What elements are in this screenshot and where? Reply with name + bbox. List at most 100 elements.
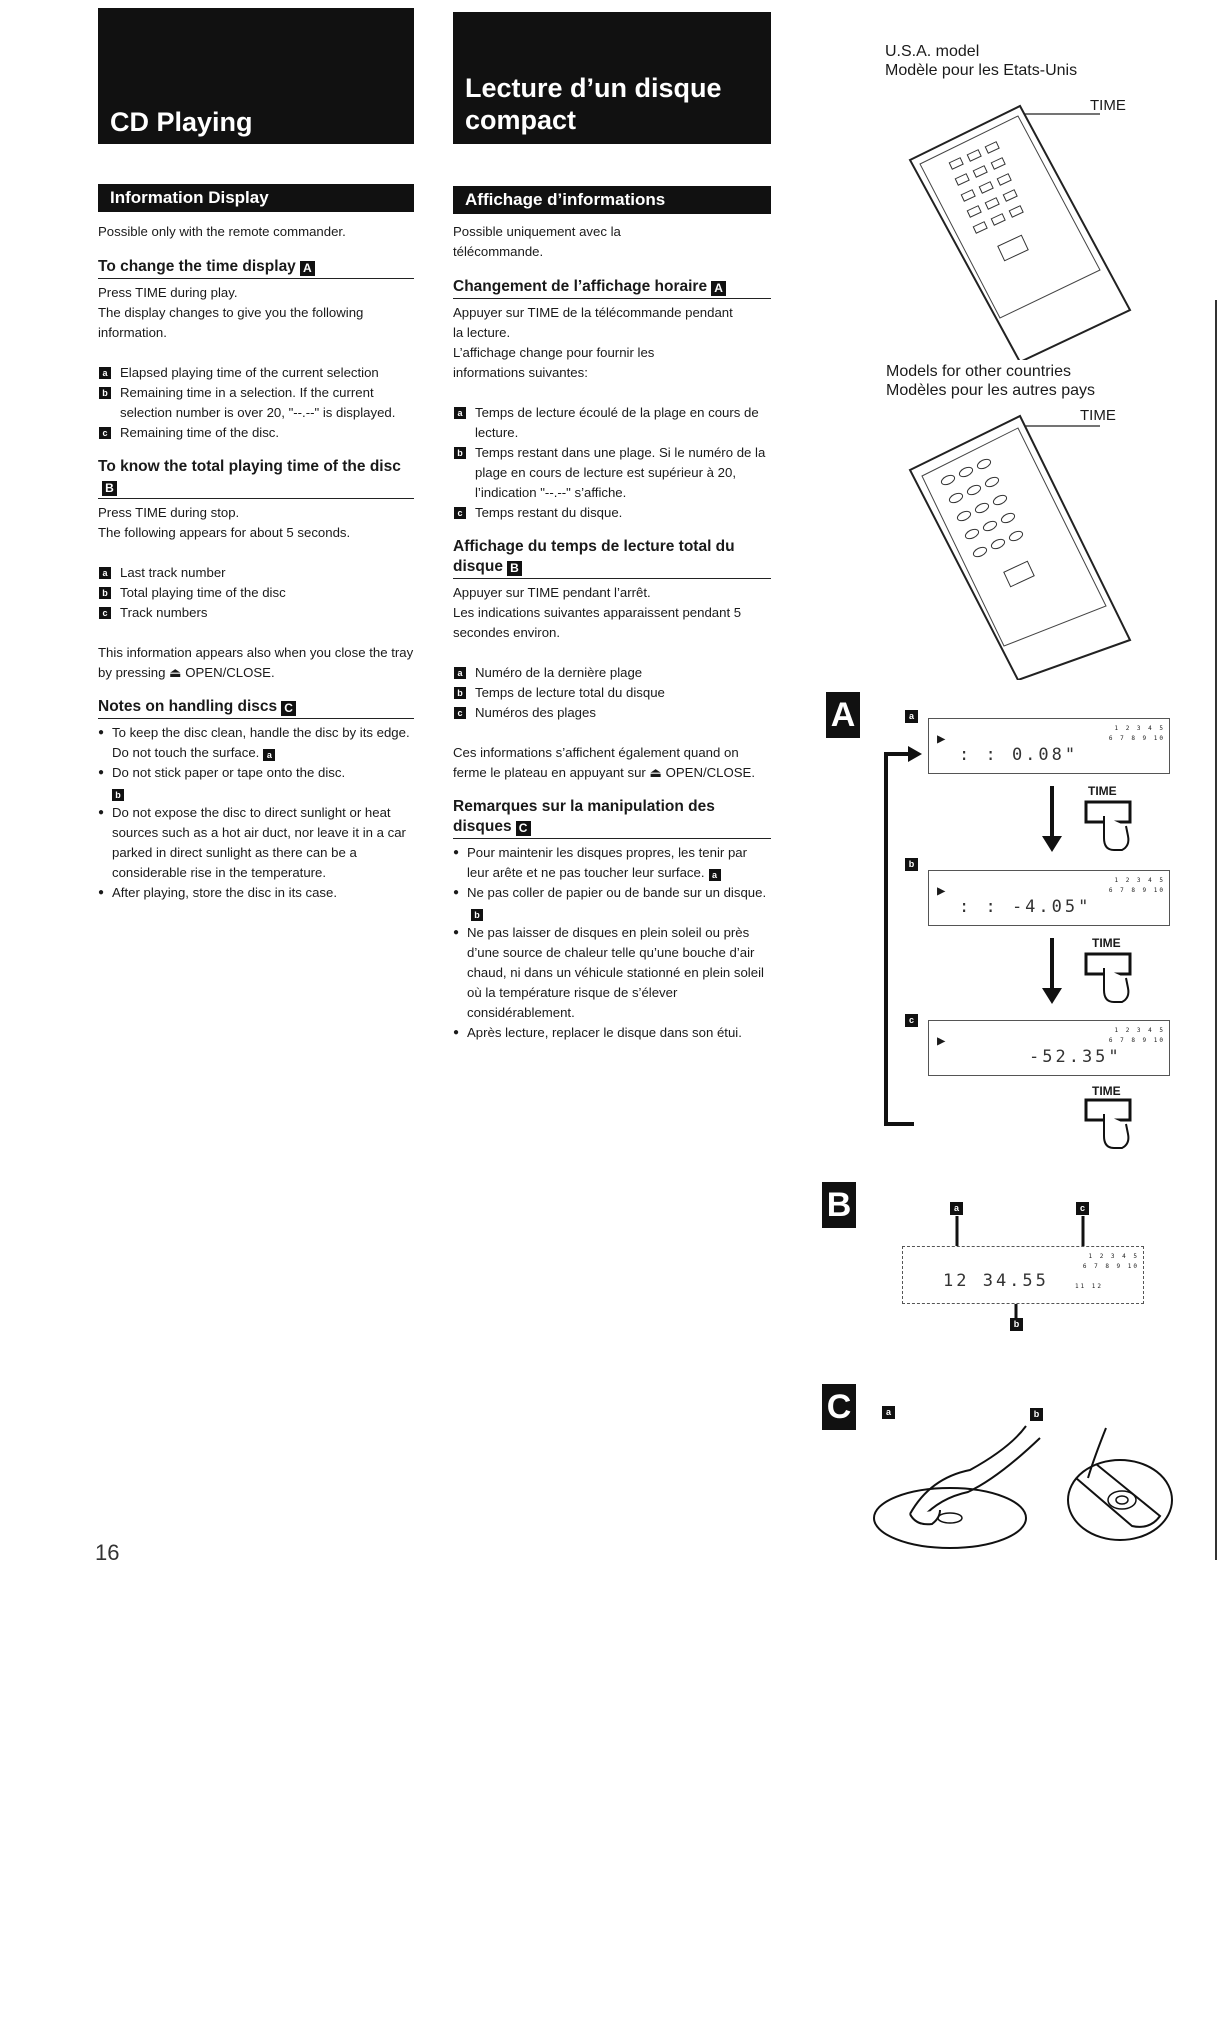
figure-a-loop-arrow [884, 746, 922, 1126]
english-intro: Possible only with the remote commander. [98, 224, 346, 239]
french-total-title: Affichage du temps de lecture total du d… [453, 537, 771, 579]
figure-b-label: B [822, 1182, 856, 1228]
other-models-label-fr: Modèles pour les autres pays [886, 382, 1095, 399]
disc-handling-illustration [873, 1425, 1173, 1549]
usa-model-label-fr: Modèle pour les Etats-Unis [885, 62, 1078, 79]
other-models-label: Models for other countries [886, 363, 1071, 380]
list-item: Do not expose the disc to direct sunligh… [98, 803, 414, 883]
french-intro: Possible uniquement avec la télécommande… [453, 224, 621, 259]
lcd-track-row: 1 2 3 4 5 [1114, 877, 1165, 884]
list-item: Pour maintenir les disques propres, les … [453, 843, 771, 883]
lcd-display-c: ▶ -52.35" 1 2 3 4 5 6 7 8 9 10 [928, 1020, 1170, 1076]
time-button-label: TIME [1088, 784, 1117, 798]
badge-A: A [711, 281, 727, 296]
lcd-display-b: ▶ : : -4.05" 1 2 3 4 5 6 7 8 9 10 [928, 870, 1170, 926]
figure-c-badge-b: b [1030, 1408, 1043, 1421]
badge-B: B [102, 481, 117, 496]
figure-c-label: C [822, 1384, 856, 1430]
figure-a-badge-b: b [905, 858, 918, 871]
lcd-value-b: : : -4.05" [959, 897, 1092, 917]
french-total-line: Appuyer sur TIME pendant l’arrêt. [453, 585, 651, 600]
badge-A: A [299, 261, 315, 276]
time-callout: TIME [1080, 407, 1116, 424]
play-icon: ▶ [937, 883, 946, 899]
french-total-note: Ces informations s’affichent également q… [453, 745, 756, 780]
figure-b-badge-c: c [1076, 1202, 1089, 1215]
lcd-track-row: 1 2 3 4 5 [1114, 725, 1165, 732]
french-header-line: Lecture d’un disque [465, 73, 722, 103]
time-press-illustration [1042, 938, 1132, 1004]
play-icon: ▶ [937, 731, 946, 747]
lcd-track-row: 6 7 8 9 10 [1082, 1263, 1139, 1270]
list-item: To keep the disc clean, handle the disc … [98, 723, 414, 763]
lcd-track-row: 6 7 8 9 10 [1108, 735, 1165, 742]
figure-b-badge-a: a [950, 1202, 963, 1215]
english-section-bar: Information Display [98, 184, 414, 212]
figure-column: U.S.A. model Modèle pour les Etats-Unis … [820, 0, 1220, 1600]
badge-C: C [515, 821, 531, 836]
list-item: Ne pas laisser de disques en plein solei… [453, 923, 771, 1023]
time-press-illustration [1084, 1098, 1132, 1149]
figure-b-badge-b: b [1010, 1318, 1023, 1331]
time-callout: TIME [1090, 97, 1126, 114]
figure-c-badge-a: a [882, 1406, 895, 1419]
lcd-display-total: 12 34.55 1 2 3 4 5 6 7 8 9 10 11 12 [902, 1246, 1144, 1304]
figure-a-label: A [826, 692, 860, 738]
french-body: Possible uniquement avec la télécommande… [453, 222, 771, 1043]
time-button-label: TIME [1092, 1084, 1121, 1098]
english-total-line: The following appears for about 5 second… [98, 525, 351, 540]
lcd-track-row: 6 7 8 9 10 [1108, 1037, 1165, 1044]
usa-remote-illustration [908, 104, 1132, 360]
lcd-track-row: 11 12 [1074, 1283, 1103, 1290]
figure-a-badge-a: a [905, 710, 918, 723]
lcd-value-a: : : 0.08" [959, 745, 1079, 765]
french-change-line: Appuyer sur TIME de la télécommande pend… [453, 305, 733, 340]
list-item: Do not stick paper or tape onto the disc… [98, 763, 414, 803]
badge-B: B [506, 561, 522, 576]
page-edge-line [1215, 300, 1217, 1560]
french-section-bar: Affichage d’informations [453, 186, 771, 214]
french-change-line: L’affichage change pour fournir les info… [453, 345, 655, 380]
lcd-track-row: 1 2 3 4 5 [1114, 1027, 1165, 1034]
english-body: Possible only with the remote commander.… [98, 222, 414, 903]
list-item: Ne pas coller de papier ou de bande sur … [453, 883, 771, 923]
french-handling-title: Remarques sur la manipulation des disque… [453, 797, 771, 839]
english-header: CD Playing [98, 8, 414, 144]
list-item: Après lecture, replacer le disque dans s… [453, 1023, 771, 1043]
french-header: Lecture d’un disque compact [453, 12, 771, 144]
english-change-line: The display changes to give you the foll… [98, 305, 364, 340]
lcd-display-a: ▶ : : 0.08" 1 2 3 4 5 6 7 8 9 10 [928, 718, 1170, 774]
english-total-title: To know the total playing time of the di… [98, 457, 414, 499]
lcd-value-c: -52.35" [1029, 1047, 1122, 1067]
usa-model-label: U.S.A. model [885, 43, 980, 60]
french-header-line: compact [465, 105, 577, 135]
time-press-illustration [1042, 786, 1132, 852]
french-total-line: Les indications suivantes apparaissent p… [453, 605, 742, 640]
play-icon: ▶ [937, 1033, 946, 1049]
page-number: 16 [95, 1540, 120, 1565]
lcd-track-row: 6 7 8 9 10 [1108, 887, 1165, 894]
time-button-label: TIME [1092, 936, 1121, 950]
lcd-track-row: 1 2 3 4 5 [1088, 1253, 1139, 1260]
lcd-value-total: 12 34.55 [943, 1271, 1049, 1291]
figure-a-badge-c: c [905, 1014, 918, 1027]
english-total-line: Press TIME during stop. [98, 505, 240, 520]
badge-C: C [281, 701, 297, 716]
other-remote-illustration [908, 414, 1132, 680]
english-total-note: This information appears also when you c… [98, 645, 414, 680]
